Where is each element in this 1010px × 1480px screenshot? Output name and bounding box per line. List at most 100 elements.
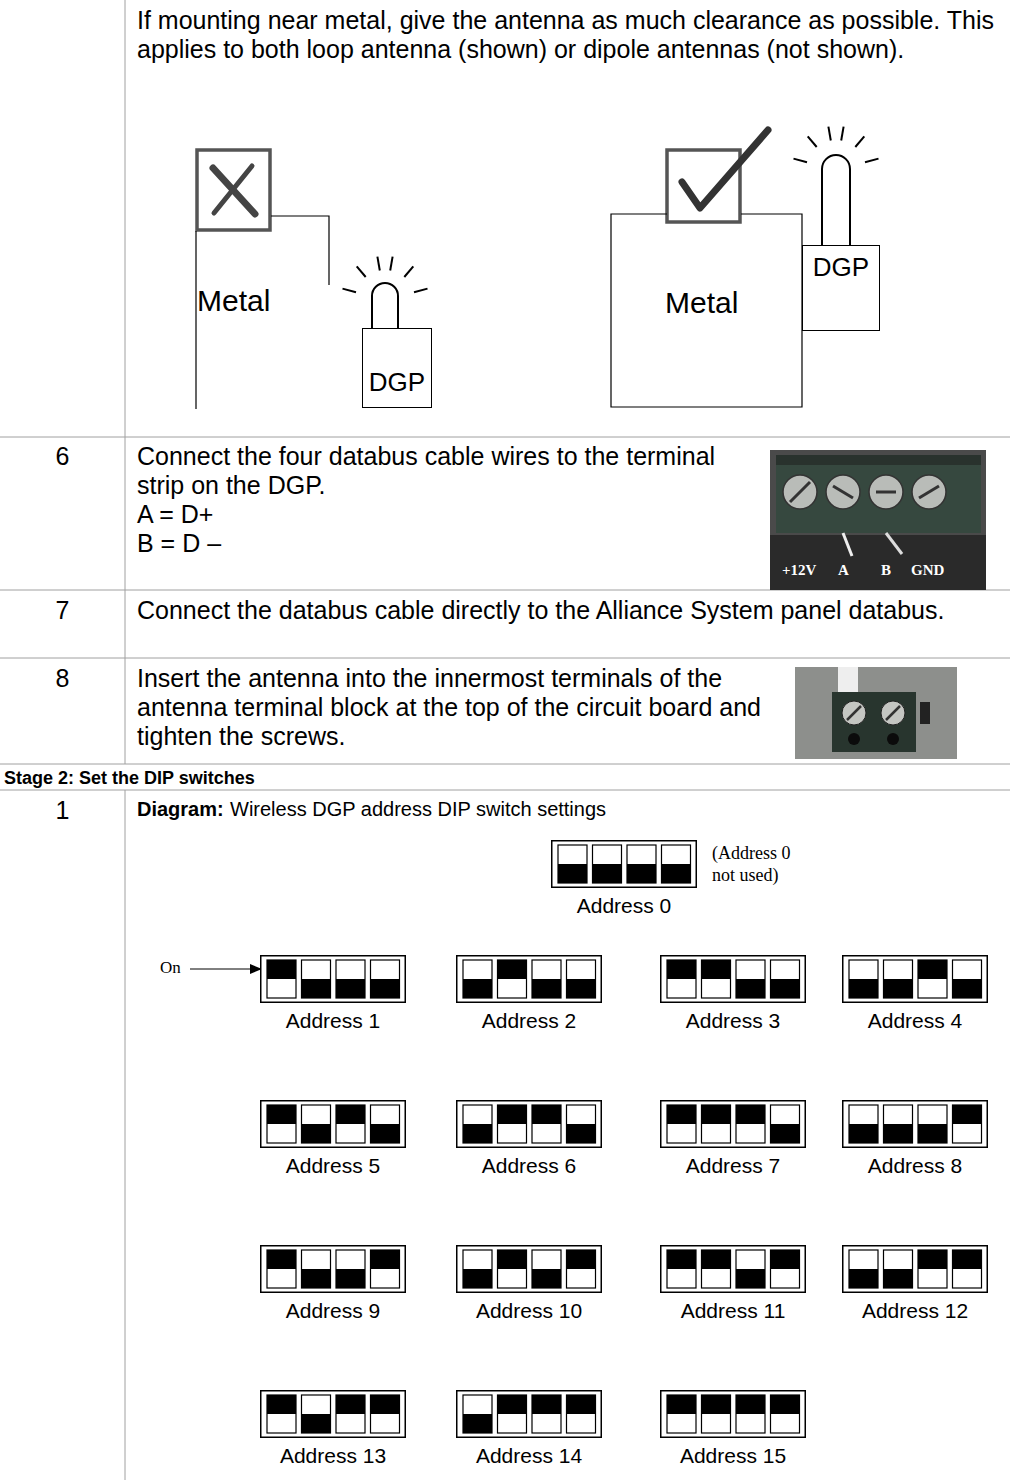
terminal-block — [832, 692, 916, 752]
wire — [886, 533, 902, 554]
switch-position — [771, 979, 800, 998]
switch-position — [667, 1105, 696, 1124]
switch-slot — [736, 1395, 765, 1433]
terminal-screw — [881, 701, 905, 725]
switch-position — [463, 1124, 492, 1143]
antenna-loop — [822, 155, 850, 245]
address-label: Address 5 — [260, 1154, 406, 1178]
switch-slot — [771, 1250, 800, 1288]
switch-lever — [884, 1105, 913, 1143]
switch-lever — [336, 1105, 365, 1143]
screw-slot — [876, 491, 896, 494]
switch-slot — [463, 960, 492, 998]
switch-slot — [953, 1105, 982, 1143]
switch-slot — [302, 1105, 331, 1143]
switch-lever — [302, 960, 331, 998]
screw-slot — [847, 706, 861, 720]
photo-ground — [795, 667, 957, 759]
step-number: 1 — [0, 796, 125, 825]
on-arrow — [190, 964, 262, 974]
switch-slot — [267, 1250, 296, 1288]
wire-mapping: B = D – — [137, 529, 221, 558]
wire-mapping: A = D+ — [137, 500, 213, 529]
switch-position — [702, 1105, 731, 1124]
switch-slot — [498, 1105, 527, 1143]
switch-lever — [267, 1395, 296, 1433]
switch-slot — [771, 1105, 800, 1143]
dip-switch-body — [456, 1245, 602, 1293]
switch-housing — [261, 1101, 406, 1148]
dip-switch: Address 15 — [660, 1390, 806, 1468]
switch-position — [567, 1124, 596, 1143]
switch-position — [884, 1269, 913, 1288]
switch-lever — [736, 1105, 765, 1143]
terminal-hole — [848, 733, 860, 745]
dip-switch-body — [842, 1100, 988, 1148]
address-label: Address 14 — [456, 1444, 602, 1468]
terminal-screw — [783, 475, 817, 509]
switch-position — [336, 979, 365, 998]
address-label: Address 15 — [660, 1444, 806, 1468]
signal-ray — [404, 266, 413, 277]
address-label: Address 8 — [842, 1154, 988, 1178]
switch-housing — [843, 956, 988, 1003]
dgp-label: DGP — [813, 252, 869, 282]
switch-lever — [302, 1395, 331, 1433]
switch-lever — [667, 960, 696, 998]
switch-housing — [552, 841, 697, 888]
switch-slot — [267, 1105, 296, 1143]
switch-position — [662, 864, 691, 883]
switch-position — [463, 1414, 492, 1433]
row-rule — [0, 764, 1010, 765]
switch-slot — [498, 1250, 527, 1288]
switch-lever — [498, 960, 527, 998]
switch-position — [667, 1250, 696, 1269]
terminal-screw — [869, 475, 903, 509]
switch-lever — [302, 1250, 331, 1288]
photo-ground — [770, 450, 986, 590]
column-rule — [125, 0, 126, 764]
switch-lever — [336, 1395, 365, 1433]
switch-lever — [918, 1250, 947, 1288]
switch-lever — [953, 960, 982, 998]
address-label: Address 7 — [660, 1154, 806, 1178]
metal-surface: Metal — [610, 213, 803, 408]
switch-position — [532, 979, 561, 998]
switch-lever — [849, 960, 878, 998]
switch-slot — [532, 960, 561, 998]
signal-ray — [855, 136, 864, 147]
address-label: Address 12 — [842, 1299, 988, 1323]
terminal-block — [776, 455, 981, 533]
switch-position — [953, 1105, 982, 1124]
switch-lever — [302, 1105, 331, 1143]
switch-slot — [953, 960, 982, 998]
column-rule — [125, 790, 126, 1480]
switch-lever — [627, 845, 656, 883]
row-rule — [0, 790, 1010, 791]
signal-ray — [794, 159, 808, 163]
switch-slot — [667, 1105, 696, 1143]
switch-slot — [702, 1395, 731, 1433]
switch-slot — [302, 960, 331, 998]
loop-antenna — [794, 127, 879, 245]
switch-position — [498, 1250, 527, 1269]
switch-slot — [463, 1250, 492, 1288]
switch-housing — [457, 1101, 602, 1148]
switch-lever — [702, 1105, 731, 1143]
terminal-label: A — [838, 562, 849, 579]
address-label: Address 3 — [660, 1009, 806, 1033]
dip-switch-body — [456, 1100, 602, 1148]
dgp-module: DGP — [362, 328, 432, 408]
switch-slot — [371, 1395, 400, 1433]
switch-lever — [558, 845, 587, 883]
switch-slot — [267, 1395, 296, 1433]
switch-slot — [371, 1250, 400, 1288]
switch-position — [371, 979, 400, 998]
switch-slot — [336, 1395, 365, 1433]
switch-slot — [736, 1250, 765, 1288]
switch-housing — [261, 956, 406, 1003]
switch-position — [736, 1269, 765, 1288]
metal-label: Metal — [665, 285, 738, 320]
switch-lever — [463, 1250, 492, 1288]
switch-lever — [771, 960, 800, 998]
